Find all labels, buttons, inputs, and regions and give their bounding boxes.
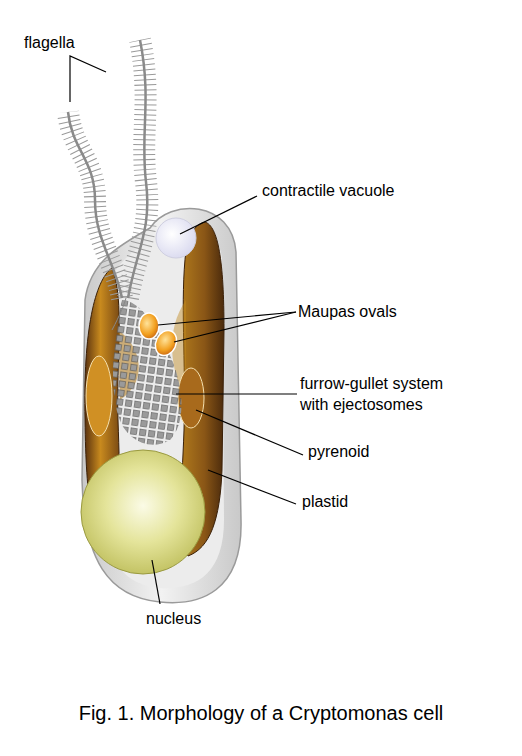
leader-line [208, 470, 296, 504]
part-label: contractile vacuole [262, 180, 502, 201]
part-label: flagella [24, 32, 144, 53]
flagellum-hairs [128, 40, 147, 298]
leader-line [176, 393, 297, 394]
leader-line [196, 410, 303, 455]
maupas-oval [139, 313, 159, 339]
part-label: Maupas ovals [298, 301, 498, 322]
leader-line [158, 312, 296, 325]
part-label: pyrenoid [308, 441, 468, 462]
gullet [113, 300, 181, 445]
nucleus [81, 450, 205, 574]
pyrenoid-right [178, 368, 204, 428]
part-label: plastid [302, 491, 462, 512]
flagellum [128, 40, 147, 298]
pyrenoid-left [86, 356, 112, 436]
figure-caption: Fig. 1. Morphology of a Cryptomonas cell [0, 702, 522, 725]
leader-line [180, 196, 257, 234]
furrow-line [112, 298, 126, 330]
leader-line [70, 56, 106, 102]
part-label: furrow-gullet system with ejectosomes [300, 373, 468, 415]
leader-line [152, 560, 160, 604]
cell-outline [82, 208, 241, 602]
flagellum-hairs [68, 112, 122, 298]
maupas-oval [151, 327, 180, 359]
part-label: nucleus [146, 608, 306, 629]
leader-line [174, 312, 296, 342]
flagellum [68, 112, 122, 298]
contractile-vacuole [156, 218, 196, 258]
